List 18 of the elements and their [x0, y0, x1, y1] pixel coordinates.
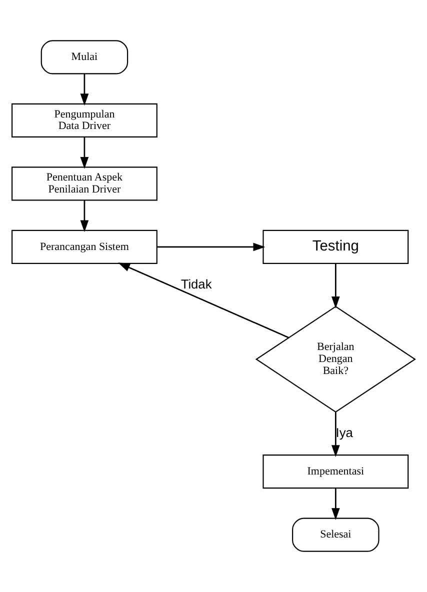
- arrow: [331, 263, 340, 308]
- node-box: Penentuan Aspek Penilaian Driver: [11, 166, 158, 201]
- node-box: Perancangan Sistem: [11, 230, 158, 264]
- arrow: [80, 200, 89, 232]
- edge-label: Iya: [336, 424, 353, 440]
- node-box: Selesai: [292, 518, 380, 552]
- edge-label: Tidak: [180, 276, 212, 292]
- node-box: Mulai: [40, 40, 128, 74]
- arrow: [331, 412, 340, 458]
- node-box: Impementasi: [262, 454, 409, 489]
- node-box: Pengumpulan Data Driver: [11, 103, 158, 138]
- arrow: [331, 488, 340, 520]
- arrow: [80, 137, 89, 169]
- arrow: [118, 262, 289, 338]
- node-diamond: Berjalan Dengan Baik?: [255, 306, 416, 413]
- arrow: [157, 242, 266, 252]
- node-box: Testing: [262, 230, 409, 264]
- arrow: [80, 74, 89, 106]
